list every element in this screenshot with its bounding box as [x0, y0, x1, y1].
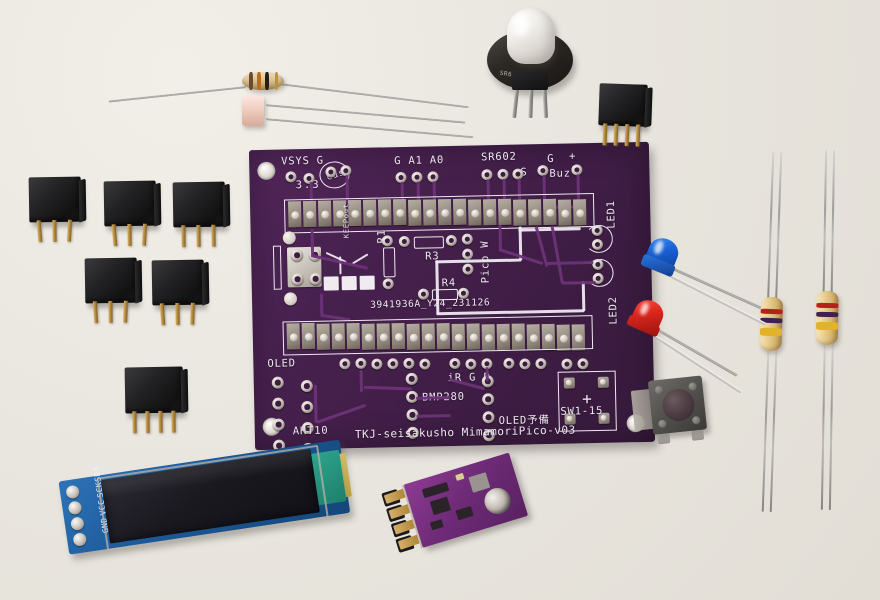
- silk-g-a1-a0: G A1 A0: [394, 154, 445, 168]
- female-header-3p: [84, 257, 143, 324]
- silk-oled: OLED: [267, 357, 297, 370]
- female-header-4p: [124, 366, 189, 434]
- silk-r4: R4: [441, 276, 457, 290]
- female-header-3p: [172, 181, 231, 248]
- resistor-brown-black: [108, 58, 469, 128]
- female-header-3p: [151, 259, 210, 326]
- silk-sr602: SR602: [480, 150, 517, 164]
- silk-led2: LED2: [607, 296, 620, 325]
- silk-plus: +: [568, 150, 577, 163]
- pcb-mounting-hole: [257, 161, 276, 181]
- pir-fresnel-dome: [507, 8, 555, 64]
- silk-pico-w: Pico W: [478, 240, 492, 284]
- silk-board-name: TKJ-seisakusho MimamoriPico-v03: [354, 423, 576, 442]
- bmp280-module: [381, 452, 534, 572]
- pir-sensor-module: SR602: [487, 8, 573, 119]
- tactile-switch: [630, 369, 717, 452]
- resistor-red-violet: [797, 149, 859, 511]
- silk-aht10: AHT10: [292, 424, 329, 438]
- silk-sw1-15: SW1-15: [560, 404, 604, 418]
- silk-keepout: KEEPout: [342, 203, 351, 239]
- silk-part-number: 3941936A_Y24_231126: [370, 297, 491, 311]
- silk-led1: LED1: [605, 200, 618, 229]
- pir-pin-housing: [512, 70, 548, 90]
- female-header-3p: [28, 176, 87, 243]
- oled-module: SDA SCK VCC GND: [58, 439, 353, 577]
- pcb-header-row-top: [249, 142, 649, 228]
- ceramic-capacitor: [242, 92, 474, 140]
- female-header-3p: [103, 180, 162, 247]
- pcb-main-board: VSYS G 3.3 Cds G A1 A0 SR602 S G Buz +: [248, 141, 656, 456]
- silk-vsys-g: VSYS G: [281, 154, 324, 168]
- pin-header-4p-black: [598, 83, 653, 147]
- silk-buz: Buz: [549, 167, 571, 180]
- pcb-header-row-bottom: [249, 142, 649, 351]
- silk-g: G: [547, 152, 555, 165]
